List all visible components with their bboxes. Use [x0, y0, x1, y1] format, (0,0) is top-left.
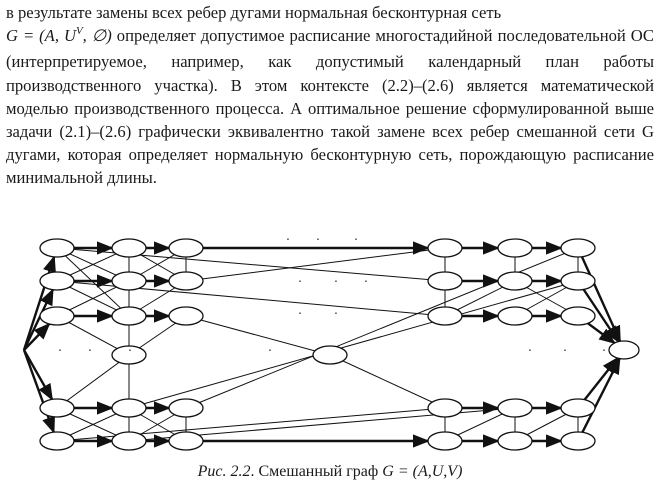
graph-node: [111, 431, 147, 451]
graph-node: [111, 238, 147, 258]
graph-node: [497, 306, 533, 326]
arc-src-to-0-4: [22, 349, 54, 401]
edge-2-1-4-0: [185, 247, 446, 282]
ellipsis-dot: ·: [316, 233, 321, 248]
arc-src-to-0-2: [23, 322, 51, 351]
ellipsis-dot: ·: [88, 344, 93, 359]
graph-node: [560, 431, 596, 451]
formula-lhs: G = (A, U: [6, 26, 76, 46]
body-paragraph: в результате замены всех ребер дугами но…: [6, 1, 654, 190]
ellipsis-dot: ·: [334, 307, 339, 322]
graph-node: [497, 271, 533, 291]
graph-node: [111, 345, 147, 365]
paragraph-rest: последовательной ОС (интерпретируемое, н…: [6, 26, 655, 188]
formula-g-auv: G = (A, UV, ∅): [6, 25, 112, 46]
ellipsis-dot: ·: [58, 344, 63, 359]
ellipsis-dot: ·: [602, 344, 607, 359]
graph-node: [427, 306, 463, 326]
graph-node: [497, 238, 533, 258]
edge-3-3-4-4: [329, 354, 446, 409]
caption-formula: G = (A,U,V): [382, 463, 463, 480]
ellipsis-dot: ·: [298, 275, 303, 290]
ellipsis-dot: ·: [268, 344, 273, 359]
arc-6-2-to-sink: [587, 322, 616, 345]
paragraph-line-2-rest: определяет допустимое расписание многост…: [111, 26, 493, 46]
ellipsis-dot: ·: [364, 275, 369, 290]
graph-node: [427, 238, 463, 258]
formula-superscript: V: [75, 25, 83, 38]
graph-node: [111, 398, 147, 418]
graph-node: [168, 238, 204, 258]
caption-text: . Смешанный граф: [250, 463, 383, 480]
graph-node: [497, 398, 533, 418]
figure-caption: Рис. 2.2. Смешанный граф G = (A,U,V): [0, 463, 660, 481]
caption-prefix: Рис. 2.2: [197, 463, 251, 480]
arc-6-0-to-sink: [580, 256, 622, 343]
mixed-graph-svg: · · · · · · · · · · · · · · ·: [22, 233, 640, 451]
sink-node: [608, 340, 640, 360]
graph-node: [111, 271, 147, 291]
ellipsis-dot: ·: [128, 344, 133, 359]
graph-node: [560, 398, 596, 418]
graph-node: [111, 306, 147, 326]
graph-node: [168, 271, 204, 291]
arc-src-to-0-5: [22, 349, 55, 434]
edge-1-4-6-1: [128, 280, 579, 409]
graph-node: [312, 345, 348, 365]
edge-0-4-1-3: [56, 354, 130, 409]
graph-node: [427, 271, 463, 291]
graph-node: [168, 306, 204, 326]
graph-node: [560, 306, 596, 326]
graph-node: [39, 398, 75, 418]
arc-src-to-0-1: [22, 288, 54, 351]
graph-node: [560, 271, 596, 291]
graph-node: [427, 431, 463, 451]
arc-6-5-to-sink: [581, 357, 621, 433]
paragraph-line-1: в результате замены всех ребер дугами но…: [6, 3, 502, 22]
ellipsis-dot: ·: [563, 344, 568, 359]
graph-node: [39, 271, 75, 291]
mixed-graph-figure: · · · · · · · · · · · · · · ·: [0, 232, 660, 460]
graph-node: [427, 398, 463, 418]
ellipsis-dot: ·: [528, 344, 533, 359]
graph-node: [497, 431, 533, 451]
graph-node: [560, 238, 596, 258]
graph-node: [39, 306, 75, 326]
ellipsis-dot: ·: [286, 233, 291, 248]
formula-rhs: , ∅): [82, 26, 112, 46]
ellipsis-dot: ·: [334, 275, 339, 290]
graph-node: [168, 431, 204, 451]
graph-node: [168, 398, 204, 418]
graph-node: [39, 431, 75, 451]
ellipsis-dot: ·: [298, 307, 303, 322]
ellipsis-dot: ·: [354, 233, 359, 248]
graph-node: [39, 238, 75, 258]
edge-2-2-3-3: [185, 315, 331, 356]
